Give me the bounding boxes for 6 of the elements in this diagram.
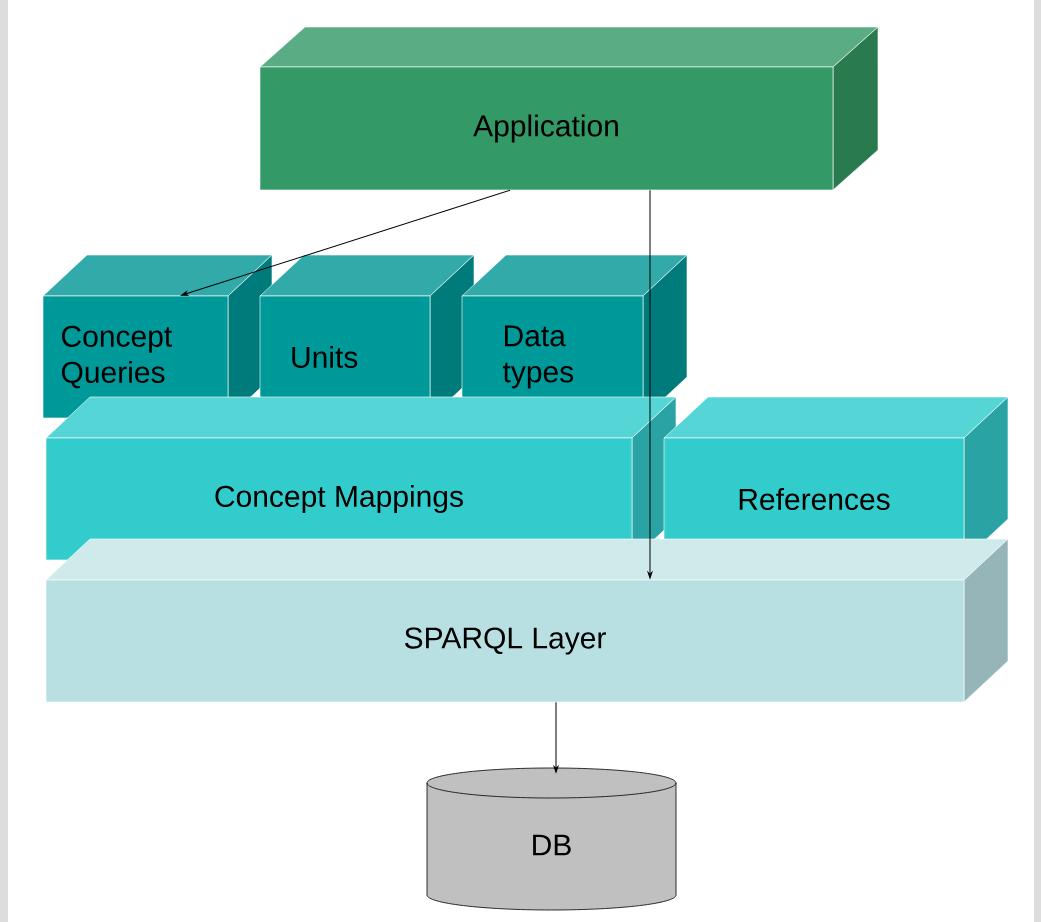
arrow — [647, 189, 653, 579]
layer-block: SPARQL Layer — [45, 538, 1009, 703]
application-block: Application — [259, 26, 879, 191]
arrow — [181, 189, 511, 296]
database-cylinder: DB — [426, 767, 677, 911]
arrow — [553, 701, 559, 773]
